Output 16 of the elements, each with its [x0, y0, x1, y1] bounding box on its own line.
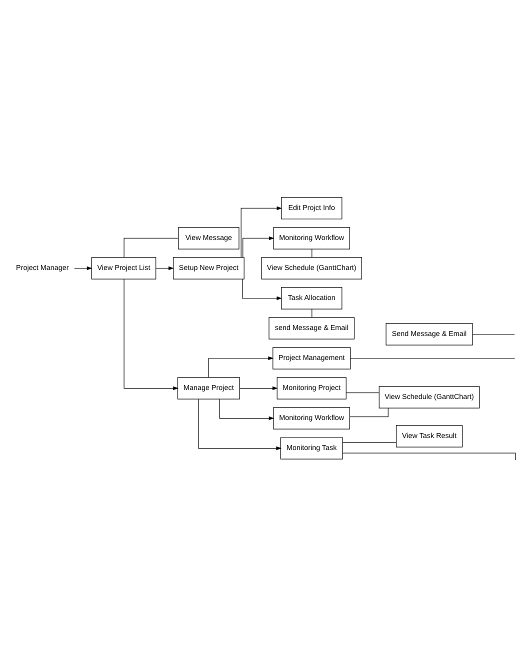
arrow — [156, 266, 174, 270]
arrow — [219, 398, 274, 420]
arrow — [208, 356, 274, 378]
connector — [472, 333, 515, 334]
arrow — [74, 266, 92, 270]
arrow — [124, 278, 179, 390]
connector — [342, 452, 516, 460]
arrow — [242, 236, 274, 258]
connector — [346, 392, 380, 393]
connector — [350, 357, 516, 358]
arrow — [198, 398, 282, 450]
connector — [350, 407, 388, 417]
arrow — [240, 206, 282, 258]
arrow — [240, 386, 278, 390]
connector — [124, 237, 179, 258]
arrow — [242, 278, 282, 300]
